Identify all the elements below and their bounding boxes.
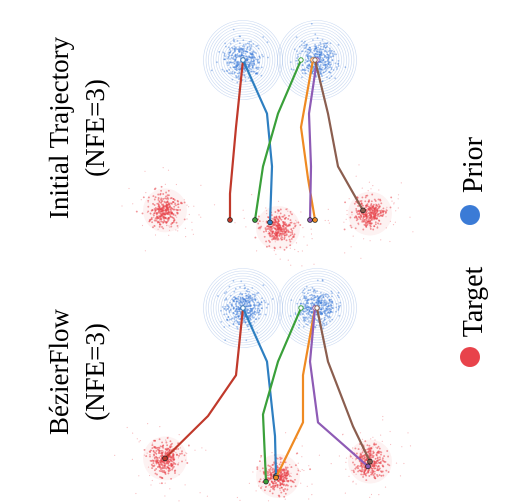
legend-item-target: Target — [458, 266, 489, 367]
panel-initial-trajectory: Initial Trajectory (NFE=3) — [44, 20, 414, 267]
panel-title-group: BézierFlow (NFE=3) — [44, 309, 110, 435]
trajectory-2 — [240, 57, 274, 226]
target-distribution — [236, 432, 320, 502]
target-marker-icon — [460, 347, 480, 367]
trajectory-start-point — [298, 57, 304, 63]
legend-label-target: Target — [458, 266, 489, 337]
trajectory-6 — [314, 305, 373, 465]
panel-title-group: Initial Trajectory (NFE=3) — [44, 36, 110, 219]
target-distribution — [330, 415, 412, 498]
trajectory-3 — [252, 57, 304, 223]
legend: Prior Target — [458, 136, 489, 367]
plot-area-initial — [121, 20, 414, 267]
trajectory-end-point — [227, 217, 233, 223]
trajectory-end-point — [162, 455, 168, 462]
trajectory-end-point — [252, 217, 258, 223]
panel-title: BézierFlow — [44, 309, 74, 435]
trajectory-1 — [162, 305, 246, 462]
trajectory-end-point — [360, 207, 366, 214]
trajectory-end-point — [263, 478, 269, 485]
panel-bezierflow: BézierFlow (NFE=3) — [44, 268, 412, 502]
target-distribution — [114, 423, 208, 502]
legend-label-prior: Prior — [458, 136, 489, 193]
trajectory-end-point — [367, 458, 373, 465]
panel-title: Initial Trajectory — [44, 36, 74, 219]
trajectory-start-point — [312, 57, 318, 63]
trajectory-start-point — [240, 57, 246, 63]
target-distribution — [327, 164, 414, 259]
trajectory-6 — [312, 57, 366, 214]
target-distribution — [121, 167, 216, 252]
panel-subtitle: (NFE=3) — [80, 323, 110, 421]
trajectory-end-point — [312, 217, 318, 223]
trajectory-start-point — [298, 305, 304, 311]
trajectory-2 — [240, 305, 279, 479]
trajectory-end-point — [273, 474, 279, 481]
panel-subtitle: (NFE=3) — [80, 79, 110, 177]
target-distribution — [234, 194, 330, 267]
trajectory-start-point — [240, 305, 246, 311]
plot-area-bezierflow — [114, 268, 412, 502]
trajectory-start-point — [314, 305, 320, 311]
trajectory-end-point — [365, 463, 371, 470]
trajectory-end-point — [267, 219, 273, 226]
legend-item-prior: Prior — [458, 136, 489, 225]
prior-marker-icon — [460, 205, 480, 225]
trajectory-1 — [227, 57, 246, 223]
trajectory-3 — [261, 305, 304, 485]
trajectory-end-point — [307, 217, 313, 223]
